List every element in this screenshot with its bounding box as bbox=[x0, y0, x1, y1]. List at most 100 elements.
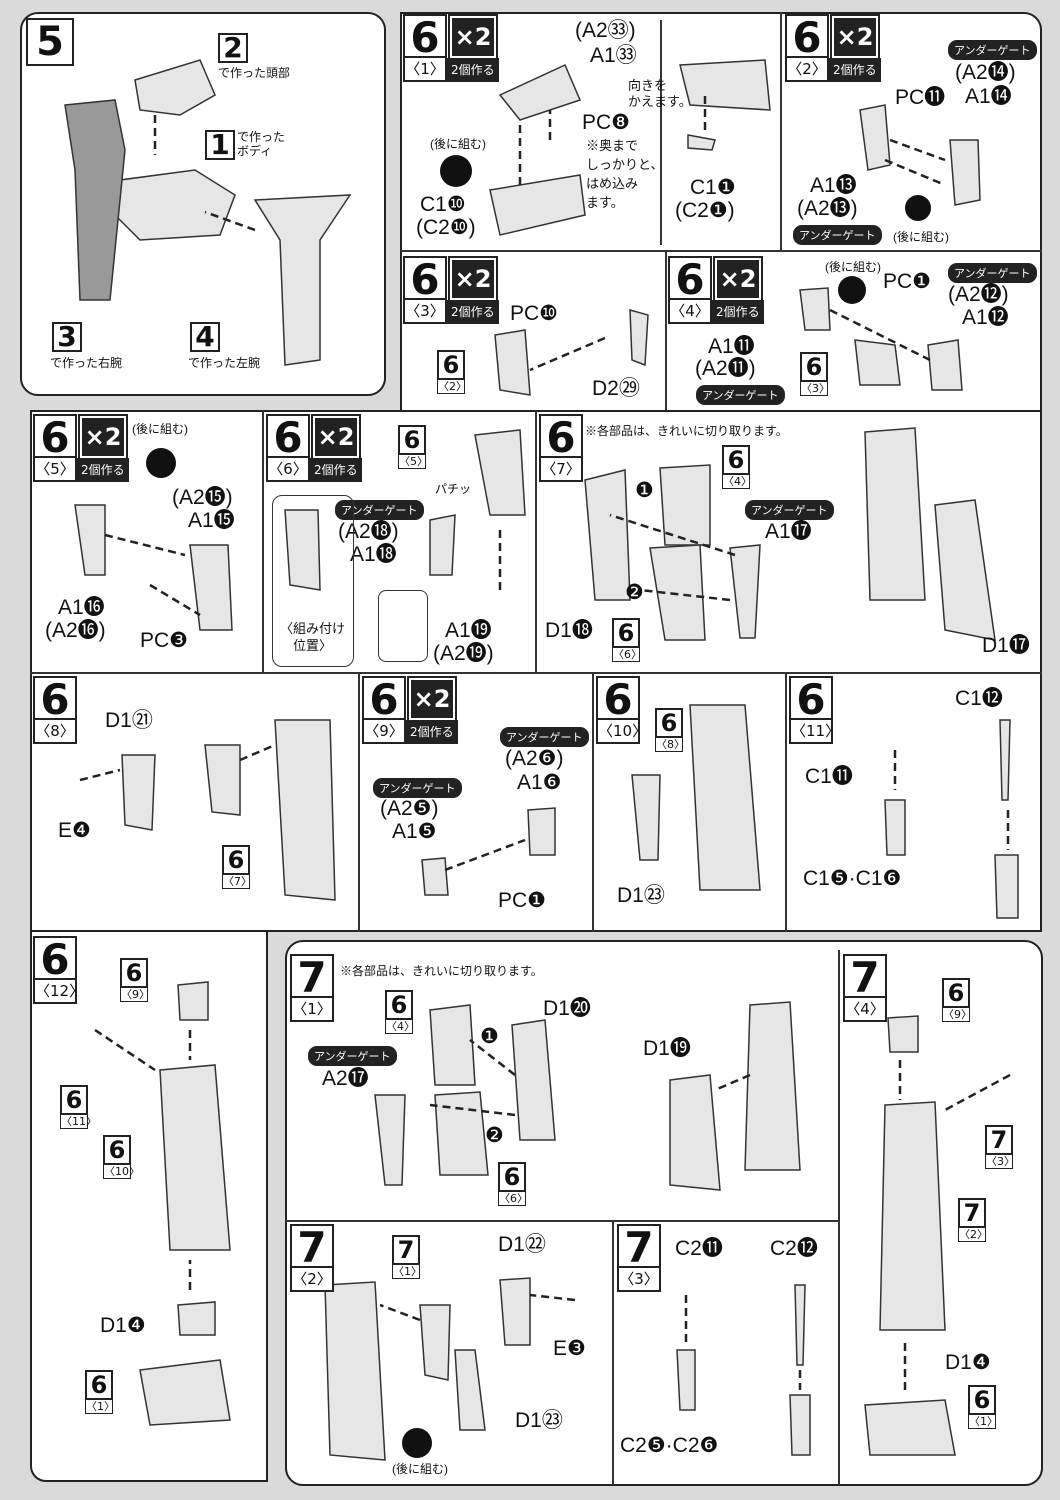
substep-number: 〈5〉 bbox=[33, 458, 77, 482]
order-marker-2: ❷ bbox=[625, 581, 644, 604]
divider bbox=[780, 12, 782, 250]
cut-note: ※各部品は、きれいに切り取ります。 bbox=[585, 424, 788, 438]
ref-step: 6〈6〉 bbox=[498, 1162, 528, 1206]
part-label: C2❺·C2❻ bbox=[620, 1434, 719, 1457]
ref-number: 7 bbox=[985, 1125, 1013, 1155]
ref-number: 6 bbox=[612, 618, 640, 648]
substep-number: 〈3〉 bbox=[617, 1268, 661, 1292]
part-label: D1⓲ bbox=[545, 619, 593, 642]
part-label: C2⓬ bbox=[770, 1237, 818, 1260]
part-label: A1⓫ bbox=[708, 335, 755, 358]
ref-sub: 〈2〉 bbox=[437, 380, 467, 394]
ref-number: 6 bbox=[398, 425, 426, 455]
ref-step: 6〈6〉 bbox=[612, 618, 642, 662]
fit-note: ※奥まで しっかりと、 はめ込み ます。 bbox=[586, 138, 664, 210]
part-label: D2㉙ bbox=[592, 377, 640, 400]
ref-number: 6 bbox=[968, 1385, 996, 1415]
part-label: A1⓮ bbox=[965, 85, 1012, 108]
part-label: (A2⓰) bbox=[45, 619, 106, 642]
part-label: PC❶ bbox=[883, 270, 931, 293]
part-label: A1㉝ bbox=[590, 44, 637, 67]
head-label: で作った頭部 bbox=[218, 66, 291, 80]
part-label: D1㉓ bbox=[617, 884, 665, 907]
part-label: A1❻ bbox=[517, 771, 562, 794]
body-part bbox=[109, 169, 236, 241]
undergate-badge: アンダーゲート bbox=[373, 778, 462, 798]
quantity-badge: ×2 bbox=[78, 414, 128, 460]
ref-sub: 〈4〉 bbox=[385, 1020, 415, 1034]
ref-step: 7〈1〉 bbox=[392, 1235, 422, 1279]
substep-number: 〈4〉 bbox=[843, 998, 887, 1022]
assemble-later-note: (後に組む) bbox=[893, 230, 949, 244]
step-number: 6 bbox=[33, 414, 77, 460]
undergate-badge: アンダーゲート bbox=[696, 385, 785, 405]
step-number: 7 bbox=[617, 1224, 661, 1270]
ref-sub: 〈5〉 bbox=[398, 455, 428, 469]
step-number: 7 bbox=[843, 954, 887, 1000]
assemble-later-note: (後に組む) bbox=[132, 422, 188, 436]
position-label: 〈組み付け 位置〉 bbox=[280, 621, 346, 653]
ref-number: 6 bbox=[800, 352, 828, 382]
substep-number: 〈1〉 bbox=[290, 998, 334, 1022]
ref-sub: 〈6〉 bbox=[498, 1192, 528, 1206]
substep-number: 〈10〉 bbox=[596, 720, 647, 744]
ref-step: 6〈10〉 bbox=[103, 1135, 140, 1179]
make-two-label: 2個作る bbox=[310, 458, 362, 482]
part-label: D1㉓ bbox=[515, 1409, 563, 1432]
part-label: (A2⓳) bbox=[433, 642, 494, 665]
ref-step: 6〈3〉 bbox=[800, 352, 830, 396]
part-label: C1❶ bbox=[690, 176, 736, 199]
step-number: 6 bbox=[362, 676, 406, 722]
substep-number: 〈12〉 bbox=[33, 980, 84, 1004]
ref-step: 6〈4〉 bbox=[385, 990, 415, 1034]
undergate-badge: アンダーゲート bbox=[335, 500, 424, 520]
ref-step: 6〈9〉 bbox=[942, 978, 972, 1022]
part-label: D1㉑ bbox=[105, 709, 153, 732]
divider bbox=[262, 410, 264, 672]
assemble-later-note: (後に組む) bbox=[430, 137, 486, 151]
step-number: 6 bbox=[403, 256, 447, 302]
step-number: 6 bbox=[266, 414, 310, 460]
part-label: A1❺ bbox=[392, 820, 437, 843]
part-label: PC❽ bbox=[582, 111, 630, 134]
divider bbox=[400, 250, 1042, 252]
ref-sub: 〈1〉 bbox=[392, 1265, 422, 1279]
ref-number: 7 bbox=[392, 1235, 420, 1265]
detail-inset bbox=[378, 590, 428, 662]
position-inset bbox=[272, 495, 354, 667]
part-label: PC❸ bbox=[140, 629, 188, 652]
part-label: (A2⓬) bbox=[948, 283, 1009, 306]
quantity-badge: ×2 bbox=[311, 414, 361, 460]
substep-number: 〈7〉 bbox=[539, 458, 583, 482]
substep-number: 〈2〉 bbox=[290, 1268, 334, 1292]
part-label: PC❿ bbox=[510, 302, 558, 325]
substep-number: 〈8〉 bbox=[33, 720, 77, 744]
ref-step: 6〈2〉 bbox=[437, 350, 467, 394]
part-label: (A2❻) bbox=[505, 747, 564, 770]
left-arm-label: で作った左腕 bbox=[188, 356, 261, 370]
ref-number: 6 bbox=[385, 990, 413, 1020]
ref-step-4: 4 bbox=[190, 322, 220, 352]
part-label: D1❹ bbox=[100, 1314, 146, 1337]
part-label: (A2⓭) bbox=[797, 197, 858, 220]
make-two-label: 2個作る bbox=[447, 58, 499, 82]
part-label: A1⓰ bbox=[58, 596, 105, 619]
ref-number: 6 bbox=[942, 978, 970, 1008]
part-label: (A2⓮) bbox=[955, 61, 1016, 84]
black-circle-icon bbox=[440, 155, 472, 187]
step-number: 7 bbox=[290, 1224, 334, 1270]
part-label: A1⓯ bbox=[188, 509, 235, 532]
part-label: E❸ bbox=[553, 1337, 586, 1360]
part-label: (C2❿) bbox=[416, 216, 476, 239]
step-number: 6 bbox=[33, 936, 77, 982]
part-label: (C2❶) bbox=[675, 199, 735, 222]
part-label: D1❹ bbox=[945, 1351, 991, 1374]
step-number: 6 bbox=[789, 676, 833, 722]
black-circle-icon bbox=[146, 448, 176, 478]
ref-step: 6〈8〉 bbox=[655, 708, 685, 752]
step-number: 6 bbox=[785, 14, 829, 60]
part-label: A2⓱ bbox=[322, 1067, 369, 1090]
step-number: 7 bbox=[290, 954, 334, 1000]
part-label: D1⓳ bbox=[643, 1037, 691, 1060]
